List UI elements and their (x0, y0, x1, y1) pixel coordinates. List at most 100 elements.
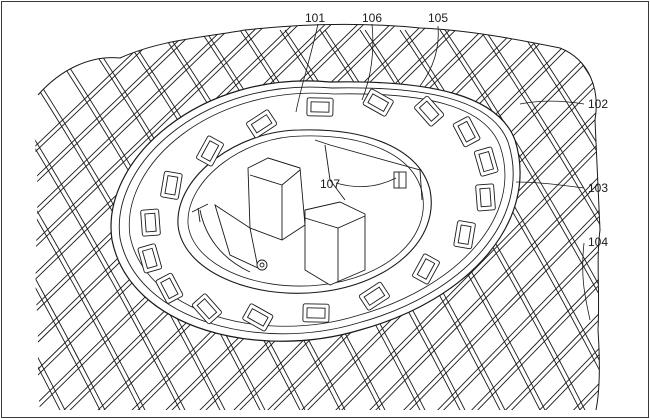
grid-rail (325, 24, 601, 410)
grid-rail (35, 24, 411, 410)
grid-crossbar (35, 29, 111, 410)
ring-pocket (452, 116, 481, 148)
ring-pocket-inner (250, 114, 273, 134)
ref-label-105: 105 (428, 11, 448, 25)
ring-pocket-inner (196, 298, 218, 320)
grid-rail (291, 24, 601, 410)
ring-pocket (155, 272, 184, 304)
grid-rail (393, 24, 601, 410)
leader-105 (419, 25, 439, 87)
grid-rail (399, 24, 601, 410)
grid-crossbar (35, 29, 156, 410)
terrain-outline (37, 23, 601, 411)
grid-rail (35, 24, 377, 410)
ring-pocket-inner (418, 100, 440, 122)
ring-pocket (196, 135, 224, 167)
grid-rail (529, 24, 601, 410)
grid-rail (35, 24, 383, 410)
grid-rail (297, 24, 601, 410)
grid-rail (35, 24, 349, 410)
grid-crossbar (484, 29, 601, 410)
ring-pocket-inner (144, 212, 157, 233)
grid-rail (638, 0, 650, 419)
ring-pocket-inner (457, 224, 472, 245)
ring-pocket (362, 88, 394, 117)
leader-106 (361, 23, 374, 101)
grid-crossbar (404, 29, 601, 410)
grid-crossbar (479, 29, 601, 410)
grid-crossbar (599, 29, 601, 410)
ring-pocket-inner (200, 140, 220, 162)
grid-rail (359, 24, 601, 410)
grid-rail (597, 24, 601, 410)
ring-pockets (137, 88, 499, 332)
grid-rail (604, 0, 650, 419)
grid-rail (427, 24, 601, 410)
grid-crossbar (519, 29, 601, 410)
ring-pocket-inner (363, 286, 386, 306)
grid-crossbar (399, 29, 601, 410)
ring-pocket (358, 281, 390, 311)
ring-pocket-inner (310, 101, 330, 113)
ref-label-106: 106 (362, 11, 382, 25)
ring-pocket (160, 170, 183, 200)
ring-pocket (140, 208, 161, 237)
grid-crossbar (35, 29, 151, 410)
grid-crossbar (564, 29, 601, 410)
grid-crossbar (0, 30, 30, 419)
grid-crossbar (444, 29, 601, 410)
grid-crossbar (640, 30, 650, 419)
ring-pocket (191, 293, 222, 325)
ref-label-101: 101 (305, 11, 325, 25)
grid-crossbar (35, 29, 71, 410)
grid-crossbar (35, 29, 191, 410)
grid-rail (365, 24, 601, 410)
grid-rail (632, 0, 650, 419)
leader-107 (335, 177, 397, 188)
leader-lines (295, 23, 591, 321)
grid-crossbar (524, 29, 601, 410)
ref-label-103: 103 (588, 181, 608, 195)
grid-crossbar (35, 29, 196, 410)
grid-crossbar (559, 29, 601, 410)
leader-104 (582, 242, 591, 321)
ring-pocket-inner (306, 307, 326, 319)
grid-crossbar (645, 30, 650, 419)
leader-101 (295, 23, 319, 113)
leader-103 (515, 181, 585, 189)
ref-label-107: 107 (320, 177, 340, 191)
ring-pocket-inner (416, 258, 436, 280)
grid-crossbar (35, 29, 76, 410)
grid-crossbar (35, 29, 36, 410)
ring-pocket (453, 220, 476, 250)
grid-crossbar (35, 29, 116, 410)
ring-pocket-inner (367, 93, 390, 112)
ring-pocket (246, 109, 278, 139)
grid-rail (35, 24, 417, 410)
ring-pocket (242, 303, 274, 332)
grid-crossbar (605, 30, 650, 419)
ref-label-102: 102 (588, 97, 608, 111)
ring-pocket-inner (457, 120, 476, 143)
grid-rail (461, 24, 601, 410)
ring-pocket (414, 95, 445, 127)
leader-102 (519, 100, 585, 105)
seat-assembly (191, 139, 423, 286)
ref-label-104: 104 (588, 235, 608, 249)
grid-crossbar (439, 29, 601, 410)
grid-rail (331, 24, 601, 410)
ring-pocket-inner (246, 308, 269, 327)
grid-rail (35, 24, 343, 410)
ring-pocket (475, 183, 496, 212)
grid-rail (563, 24, 601, 410)
grid-rail (501, 24, 601, 410)
ring-pocket-inner (478, 151, 495, 173)
ring-pocket-inner (160, 277, 179, 300)
grid-rail (433, 24, 601, 410)
ring-pocket-inner (164, 175, 179, 196)
grid-rail (467, 24, 601, 410)
ring-pocket (412, 253, 440, 285)
